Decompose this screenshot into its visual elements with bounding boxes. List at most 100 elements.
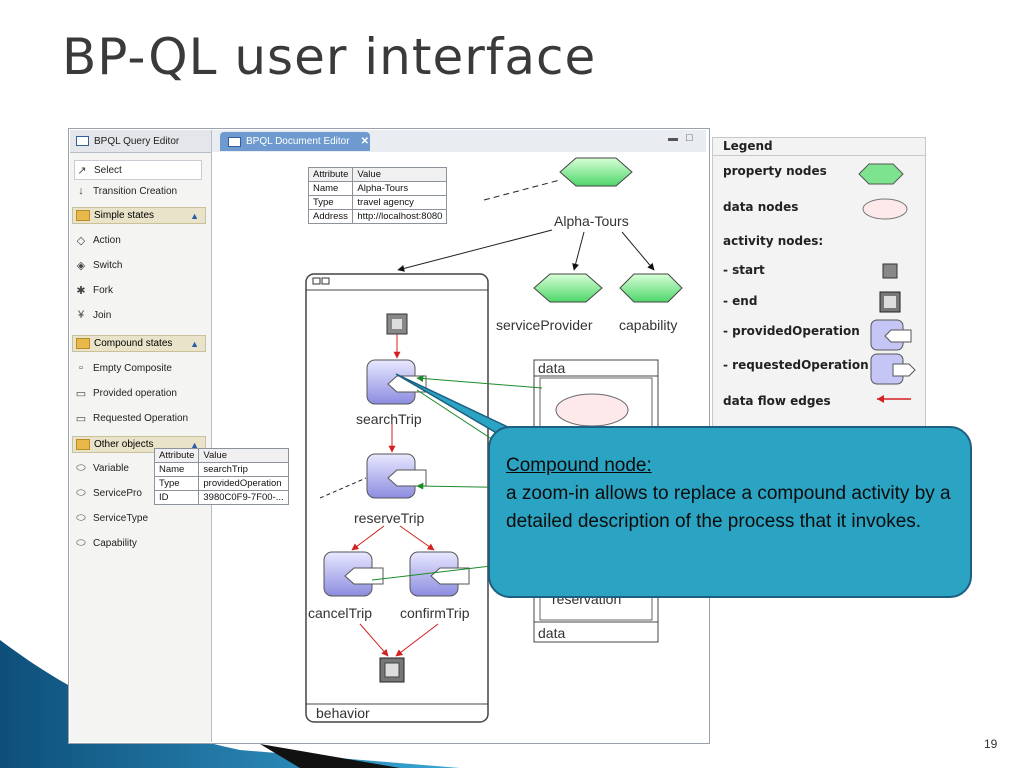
ellipse-icon: ⬭ bbox=[76, 462, 86, 474]
provided-operation-icon bbox=[870, 319, 912, 351]
end-node-icon-inner bbox=[884, 296, 896, 308]
slide-title: BP-QL user interface bbox=[62, 28, 597, 86]
cursor-arrow-icon: ↗ bbox=[77, 164, 87, 177]
palette-item-empty-composite[interactable]: ▫ Empty Composite bbox=[74, 362, 172, 374]
label-data-top: data bbox=[538, 360, 565, 376]
table-cell: 3980C0F9-7F00-... bbox=[198, 490, 289, 505]
page-number: 19 bbox=[984, 737, 998, 751]
editor-tabbar: BPQL Document Editor ✕ ▬ □ bbox=[212, 130, 706, 152]
table-header-row: Attribute Value bbox=[307, 167, 448, 182]
drawer-compound-states[interactable]: Compound states ▲ bbox=[72, 335, 206, 352]
down-arrow-icon: ↓ bbox=[78, 185, 84, 197]
column-header: Value bbox=[198, 448, 289, 463]
drawer-simple-states[interactable]: Simple states ▲ bbox=[72, 207, 206, 224]
window-icon bbox=[228, 136, 241, 147]
palette-item-join[interactable]: ¥ Join bbox=[74, 309, 111, 321]
minimize-icon[interactable]: ▬ bbox=[668, 133, 678, 144]
palette-item-capability[interactable]: ⬭ Capability bbox=[74, 537, 137, 550]
pin-icon[interactable]: ▲ bbox=[190, 338, 199, 349]
table-cell: Type bbox=[307, 195, 354, 210]
edge-alpha-to-behavior bbox=[397, 229, 553, 272]
legend-title-rule bbox=[713, 155, 925, 156]
legend-label-property-nodes: property nodes bbox=[723, 164, 827, 178]
table-row[interactable]: ID 3980C0F9-7F00-... bbox=[153, 490, 289, 505]
label-alpha-tours: Alpha-Tours bbox=[554, 213, 629, 229]
label-search-trip: searchTrip bbox=[356, 411, 422, 427]
folder-icon bbox=[76, 439, 90, 450]
window-icon bbox=[76, 136, 89, 146]
column-header: Attribute bbox=[153, 448, 200, 463]
legend-label-data-flow: data flow edges bbox=[723, 394, 831, 408]
table-row[interactable]: Name searchTrip bbox=[153, 462, 289, 477]
table-cell: Name bbox=[307, 181, 354, 196]
flow-confirm-end bbox=[395, 623, 439, 657]
table-row[interactable]: Type providedOperation bbox=[153, 476, 289, 491]
label-confirm-trip: confirmTrip bbox=[400, 605, 470, 621]
table-row[interactable]: Address http://localhost:8080 bbox=[307, 209, 448, 224]
select-tool[interactable]: ↗ Select bbox=[74, 160, 202, 180]
palette-tab[interactable]: BPQL Query Editor bbox=[70, 130, 211, 153]
table-cell: Address bbox=[307, 209, 354, 224]
palette-item-requested-operation-label: Requested Operation bbox=[93, 413, 189, 424]
requested-operation-icon: ▭ bbox=[75, 413, 87, 425]
callout-box bbox=[488, 426, 972, 598]
palette-item-requested-operation[interactable]: ▭ Requested Operation bbox=[74, 412, 188, 425]
legend-label-end: - end bbox=[723, 294, 758, 308]
palette-item-fork-label: Fork bbox=[93, 285, 113, 296]
callout-body: a zoom-in allows to replace a compound a… bbox=[506, 483, 951, 532]
activity-confirm-trip[interactable] bbox=[409, 551, 470, 597]
transition-creation-tool[interactable]: ↓ Transition Creation bbox=[74, 185, 177, 197]
legend-label-data-nodes: data nodes bbox=[723, 200, 799, 214]
composite-icon bbox=[321, 277, 330, 285]
table-row[interactable]: Type travel agency bbox=[307, 195, 448, 210]
legend-label-start: - start bbox=[723, 263, 765, 277]
table-cell: travel agency bbox=[352, 195, 448, 210]
property-node-alpha-tours[interactable] bbox=[559, 157, 633, 187]
pin-icon[interactable]: ▲ bbox=[190, 439, 199, 450]
legend-panel: Legend property nodes data nodes activit… bbox=[712, 137, 926, 439]
palette-item-variable[interactable]: ⬭ Variable bbox=[74, 462, 129, 475]
palette-item-join-label: Join bbox=[93, 309, 112, 321]
drawer-other-objects-label: Other objects bbox=[94, 439, 154, 450]
palette-item-switch-label: Switch bbox=[93, 260, 123, 271]
select-tool-label: Select bbox=[94, 164, 122, 176]
flow-data-to-search bbox=[416, 375, 543, 389]
palette-item-serviceprovider[interactable]: ⬭ ServicePro bbox=[74, 487, 142, 500]
label-behavior: behavior bbox=[316, 705, 370, 721]
maximize-icon[interactable]: □ bbox=[686, 132, 693, 144]
drawer-compound-states-label: Compound states bbox=[94, 338, 173, 349]
palette-item-provided-operation[interactable]: ▭ Provided operation bbox=[74, 387, 177, 400]
table-row[interactable]: Name Alpha-Tours bbox=[307, 181, 448, 196]
property-node-capability[interactable] bbox=[619, 273, 683, 303]
pin-icon[interactable]: ▲ bbox=[190, 210, 199, 221]
ellipse-icon bbox=[862, 198, 908, 220]
table-cell: http://localhost:8080 bbox=[352, 209, 448, 224]
dashed-link-table-to-search bbox=[320, 477, 367, 499]
palette-item-provided-operation-label: Provided operation bbox=[93, 388, 177, 399]
close-icon[interactable]: ✕ bbox=[360, 136, 369, 147]
flow-reserve-confirm bbox=[399, 525, 435, 551]
activity-search-trip[interactable] bbox=[366, 359, 427, 405]
ellipse-icon: ⬭ bbox=[76, 537, 86, 549]
palette-item-variable-label: Variable bbox=[93, 463, 129, 474]
palette-item-servicetype[interactable]: ⬭ ServiceType bbox=[74, 512, 148, 525]
tab-document-editor[interactable]: BPQL Document Editor ✕ bbox=[220, 132, 370, 151]
property-node-service-provider[interactable] bbox=[533, 273, 603, 303]
label-data-bottom: data bbox=[538, 625, 565, 641]
column-header: Value bbox=[352, 167, 448, 182]
palette-item-switch[interactable]: ◈ Switch bbox=[74, 259, 123, 272]
table-cell: ID bbox=[153, 490, 200, 505]
data-node-ellipse[interactable] bbox=[555, 393, 629, 427]
drawer-simple-states-label: Simple states bbox=[94, 210, 155, 221]
palette-panel: BPQL Query Editor ↗ Select ↓ Transition … bbox=[70, 130, 212, 742]
edge-table-to-alpha bbox=[483, 179, 561, 201]
join-icon: ¥ bbox=[77, 309, 85, 321]
activity-reserve-trip[interactable] bbox=[366, 453, 427, 499]
palette-item-action[interactable]: ◇ Action bbox=[74, 234, 121, 247]
table-cell: searchTrip bbox=[198, 462, 289, 477]
palette-item-fork[interactable]: ✱ Fork bbox=[74, 284, 113, 297]
label-capability: capability bbox=[619, 317, 677, 333]
flow-cancel-end bbox=[359, 623, 389, 657]
palette-item-servicetype-label: ServiceType bbox=[93, 513, 149, 524]
palette-item-action-label: Action bbox=[93, 235, 121, 246]
